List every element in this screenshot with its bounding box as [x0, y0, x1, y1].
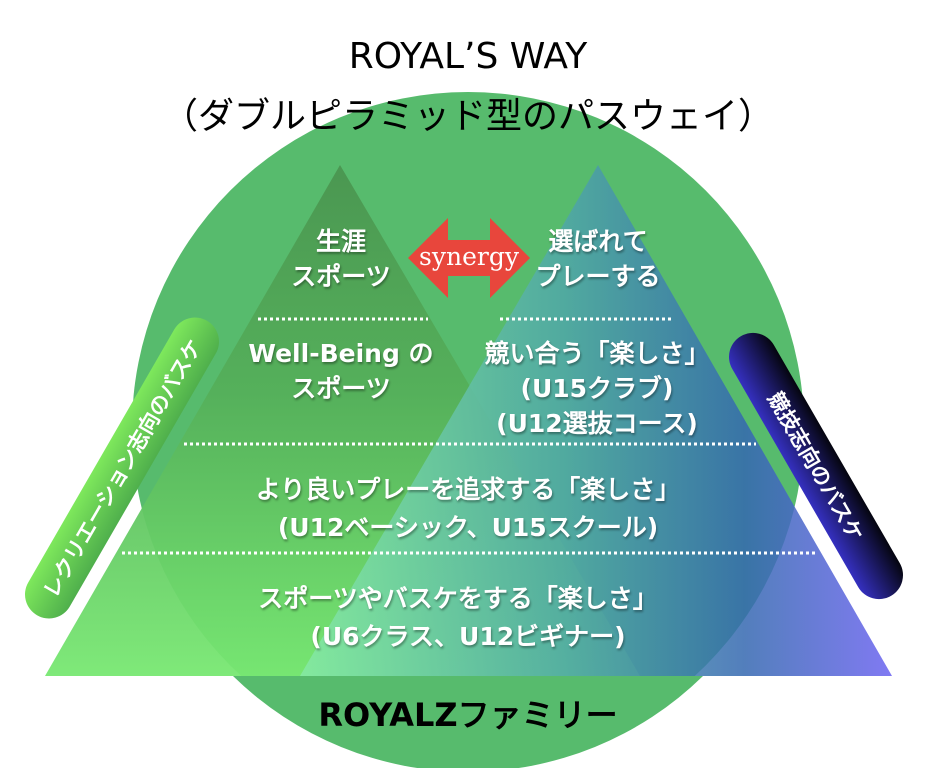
right-mid-line2: (U15クラブ) — [521, 374, 674, 403]
tier2-line1: より良いプレーを追求する「楽しさ」 — [256, 475, 681, 504]
tier2-line2: (U12ベーシック、U15スクール) — [278, 513, 658, 542]
tier1-line2: (U6クラス、U12ビギナー) — [310, 622, 625, 651]
right-mid-line3: (U12選抜コース) — [496, 409, 698, 438]
left-mid-line1: Well-Being の — [248, 339, 433, 368]
title-line1: ROYAL’S WAY — [349, 36, 588, 77]
left-peak-line2: スポーツ — [291, 262, 391, 291]
left-mid-line2: スポーツ — [291, 374, 391, 403]
footer-label: ROYALZファミリー — [318, 696, 617, 734]
right-peak-line1: 選ばれて — [548, 227, 647, 256]
right-pyramid — [300, 165, 892, 676]
title-line2: （ダブルピラミッド型のパスウェイ） — [162, 96, 774, 137]
right-peak-line2: プレーする — [535, 262, 660, 291]
dividers — [122, 317, 816, 555]
synergy-label: synergy — [419, 242, 520, 271]
tier1-line1: スポーツやバスケをする「楽しさ」 — [258, 584, 658, 613]
synergy-arrow — [408, 218, 530, 298]
right-mid-line1: 競い合う「楽しさ」 — [484, 339, 709, 368]
circle-bottom — [233, 676, 703, 768]
left-peak-line1: 生涯 — [316, 227, 366, 256]
